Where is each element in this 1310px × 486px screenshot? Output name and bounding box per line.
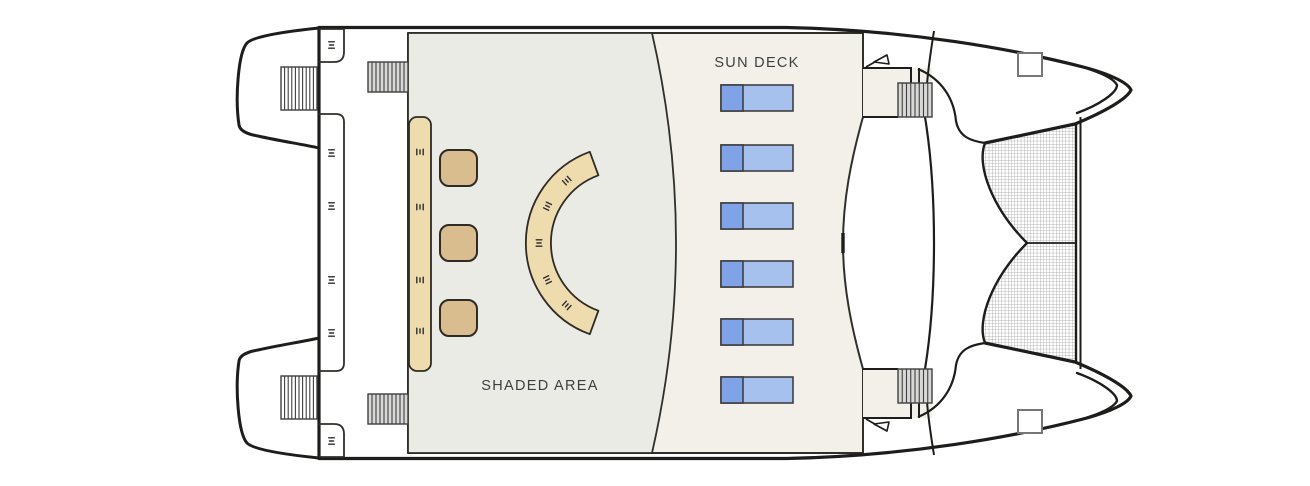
stairs (367, 393, 409, 425)
stairs (367, 61, 409, 93)
side-bench-bar (408, 116, 432, 372)
stairs (897, 82, 933, 118)
cleat-mark (542, 274, 553, 285)
bow-gunwale-accent-bottom (1038, 371, 1119, 431)
cleat-mark (561, 175, 572, 186)
cleat-mark (416, 327, 424, 335)
inner-hull-curve-bottom (917, 341, 986, 419)
stairs-group (280, 61, 933, 425)
cleat-marks-group (328, 41, 572, 445)
shaded-area-label: SHADED AREA (481, 378, 598, 394)
cleat-mark (328, 437, 335, 445)
pennant-flag-bottom (865, 418, 890, 432)
cleat-mark (328, 329, 335, 337)
bow-hatch (1017, 409, 1043, 434)
cleat-mark (542, 201, 553, 212)
curved-bench (525, 150, 600, 336)
boarding-ladder (280, 375, 318, 420)
cleat-mark (416, 203, 424, 211)
cleat-mark (328, 41, 335, 49)
sun-lounger (720, 376, 794, 404)
stern-platform-top (235, 26, 321, 150)
sun-lounger (720, 318, 794, 346)
walkway-lane (319, 28, 345, 458)
bow-hatches-group (1017, 52, 1043, 434)
sun-lounger (720, 260, 794, 288)
sun-loungers-group (720, 84, 794, 404)
cleat-mark (328, 149, 335, 157)
cleat-mark (416, 276, 424, 284)
pennant-flag-top (865, 54, 890, 68)
stern-platform-bottom (235, 336, 321, 460)
boarding-ladder (280, 66, 318, 111)
bow-gunwale-accent-top (1038, 55, 1119, 115)
bow-hatch (1017, 52, 1043, 77)
inner-hull-curve-top (917, 67, 986, 145)
sun-lounger (720, 84, 794, 112)
cleat-mark (535, 239, 543, 247)
seat (439, 299, 478, 337)
stairs (897, 368, 933, 404)
cleat-mark (328, 202, 335, 210)
cleat-mark (561, 300, 572, 311)
inner-hull-midline (923, 116, 936, 370)
seat (439, 224, 478, 262)
sun-lounger (720, 202, 794, 230)
cleat-mark (416, 148, 424, 156)
sun-lounger (720, 144, 794, 172)
seats-group (439, 149, 478, 337)
cleat-mark (328, 276, 335, 284)
bow-corridor-walls (863, 67, 920, 419)
sun-deck-label: SUN DECK (714, 55, 799, 71)
seat (439, 149, 478, 187)
